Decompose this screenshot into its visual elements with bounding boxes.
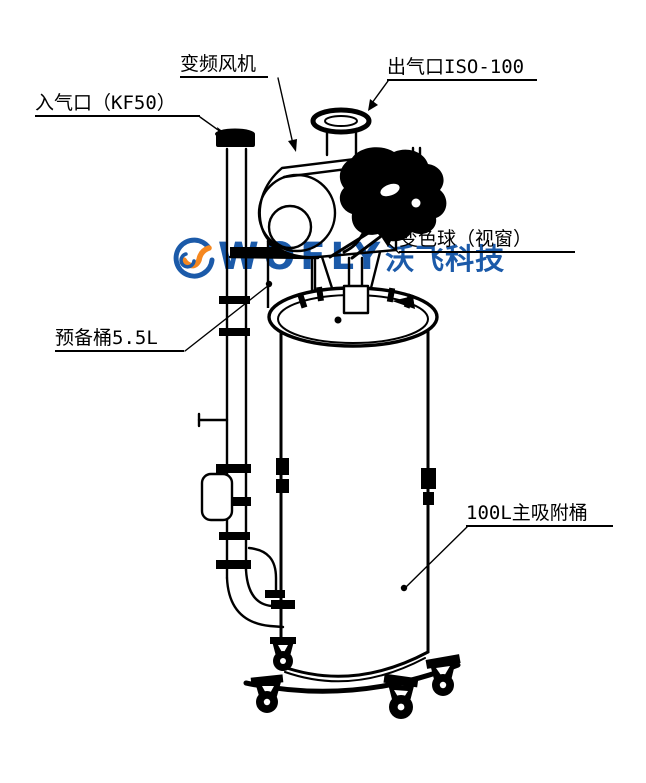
- fan-shelf: [230, 247, 315, 257]
- main-tank-drawing: [267, 286, 439, 683]
- label-air-outlet: 出气口ISO-100: [387, 57, 537, 81]
- caster-front-middle: [383, 673, 419, 719]
- label-main-tank: 100L主吸附桶: [466, 503, 613, 527]
- arrow-outlet: [368, 99, 378, 111]
- lid-port: [342, 284, 370, 315]
- dot-spare: [265, 280, 273, 288]
- lid-bolts: [296, 286, 415, 324]
- leader-lines: [184, 77, 468, 592]
- base-and-casters-drawing: [243, 637, 461, 719]
- label-fan-blower: 变频风机: [180, 54, 268, 78]
- label-air-inlet: 入气口（KF50）: [35, 93, 200, 117]
- label-spare-bucket: 预备桶5.5L: [55, 328, 184, 352]
- arrow-fan: [288, 139, 297, 152]
- label-sight-glass: 变色球（视窗）: [399, 229, 575, 253]
- fan-assembly-drawing: [228, 107, 447, 315]
- caster-front-left: [250, 674, 284, 713]
- caster-right: [425, 654, 461, 696]
- pipe-valve: [200, 472, 234, 522]
- fan-volute: [257, 173, 337, 253]
- inlet-pipe-drawing: [197, 128, 295, 629]
- tank-side-fittings: [276, 458, 436, 505]
- arrow-sight: [382, 238, 392, 247]
- dot-main: [400, 584, 408, 592]
- caster-rear-left: [270, 637, 296, 671]
- arrow-inlet: [217, 127, 229, 138]
